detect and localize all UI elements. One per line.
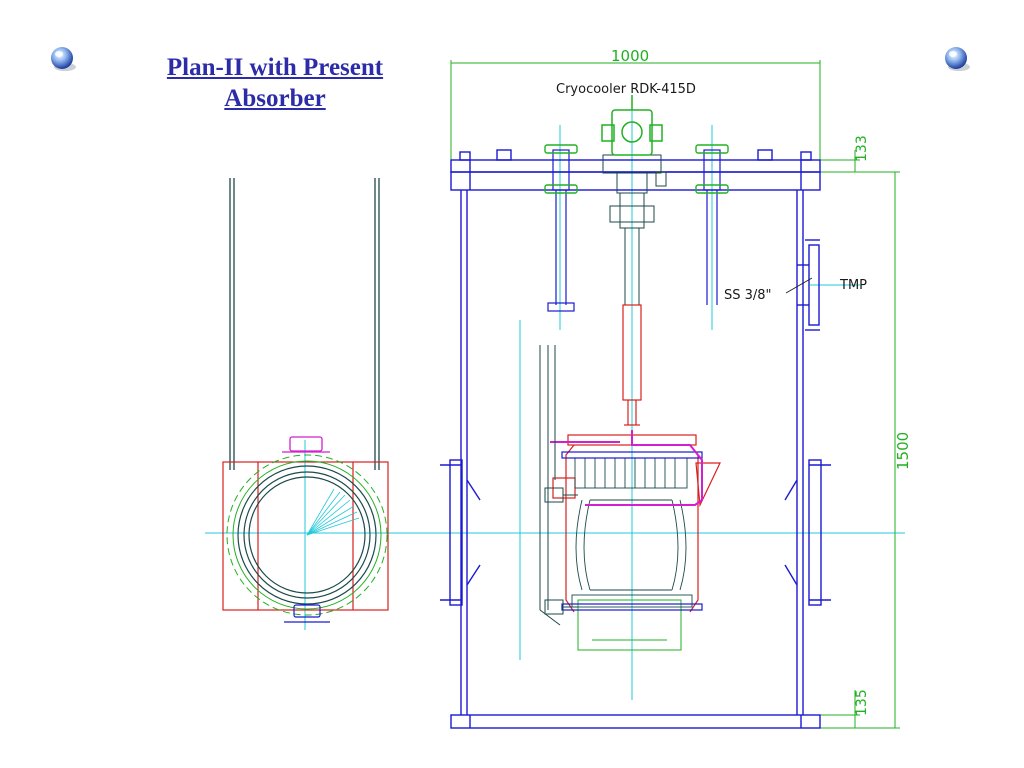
slide-title-line2: Absorber (224, 85, 326, 112)
top-flange-lower (450, 171, 821, 191)
left-port (449, 459, 463, 606)
inner-fan-lines (306, 488, 360, 536)
bottom-flange (450, 714, 821, 729)
coil-flanges (561, 451, 703, 611)
dim-width-label: 1000 (611, 47, 649, 65)
dim-coil-box (577, 599, 682, 651)
top-port-flanges (544, 144, 729, 194)
dimension-labels: 1000 1500 133 135 (611, 47, 912, 716)
top-flange (450, 159, 821, 173)
vacuum-vessel (440, 149, 831, 729)
pipe-label: SS 3/8" (724, 288, 772, 303)
cryocooler-label: Cryocooler RDK-415D (556, 82, 696, 97)
cryocooler-head (601, 95, 663, 156)
left-support (539, 345, 578, 626)
tmp-port (808, 244, 820, 326)
sphere-bullet-icon-right (945, 47, 970, 71)
cold-stage-tube (622, 304, 642, 426)
top-ports (547, 149, 721, 312)
tmp-label: TMP (839, 278, 867, 293)
slide-title: Plan-II with Present Absorber (110, 52, 440, 114)
gear-ring (226, 454, 388, 616)
bottom-mount (284, 604, 330, 623)
absorber-rings (237, 465, 377, 605)
dim-height-label: 1500 (894, 432, 912, 470)
dim-top-gap-label: 133 (854, 135, 870, 162)
sphere-bullet-icon-left (51, 47, 76, 71)
dim-bottom-gap-label: 135 (854, 689, 870, 716)
dimension-lines (450, 60, 900, 729)
cooling-pipe (550, 430, 703, 506)
cryocooler (602, 154, 667, 305)
top-mount (282, 436, 330, 453)
cross-section-view (222, 178, 389, 623)
suspension-rods (229, 178, 380, 470)
coil (571, 457, 693, 608)
bracket-right (695, 462, 721, 508)
pipe-leader (785, 277, 813, 294)
slide-title-line1: Plan-II with Present (166, 54, 384, 81)
right-port (808, 459, 822, 606)
